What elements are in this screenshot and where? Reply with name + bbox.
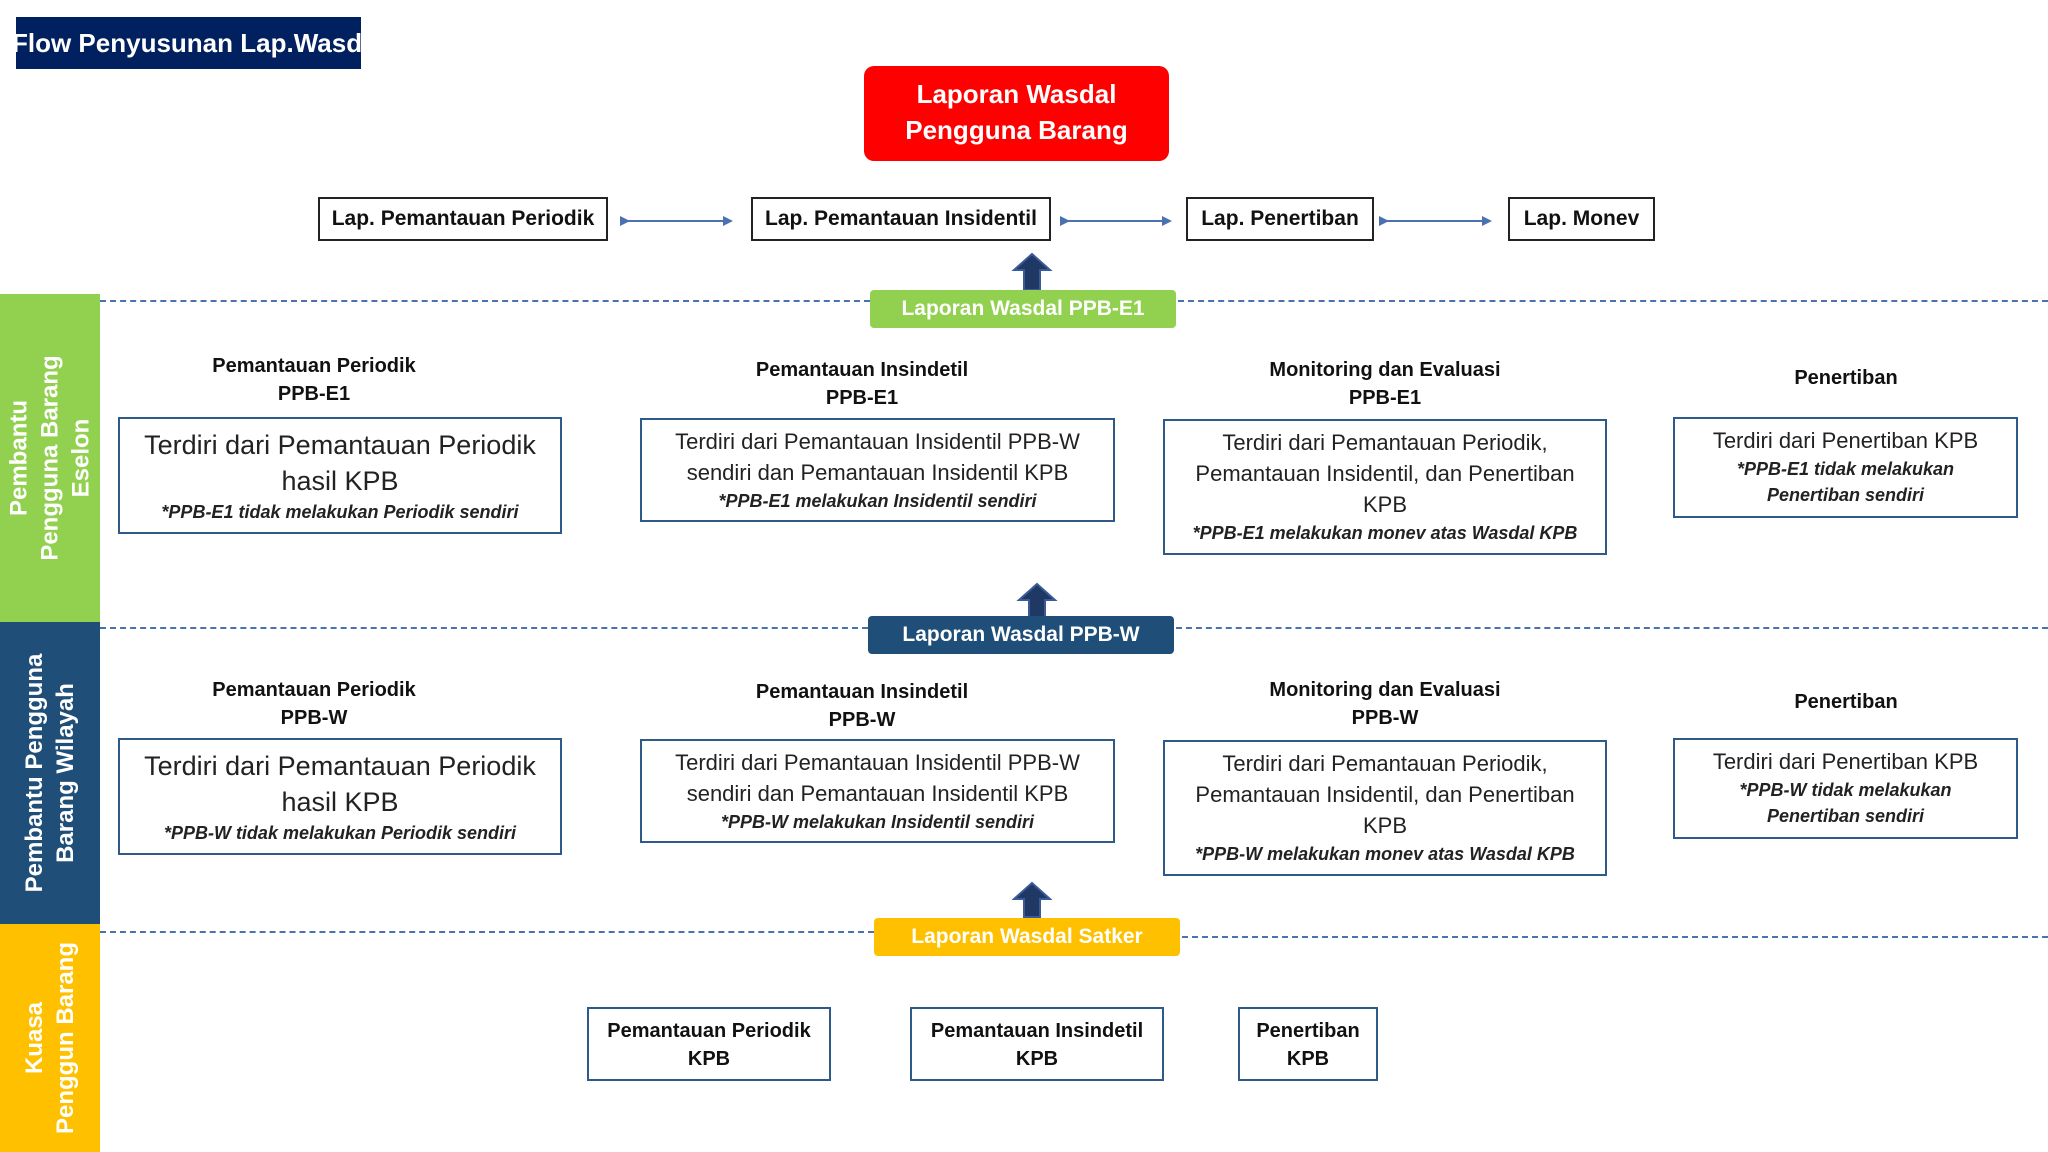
lap-periodik-box: Lap. Pemantauan Periodik <box>318 197 608 241</box>
main-report-line1: Laporan Wasdal <box>916 79 1117 109</box>
lane-divider <box>100 300 870 302</box>
lane-divider <box>1182 936 2048 938</box>
w-penertiban-heading: Penertiban <box>1794 691 1898 713</box>
lane-divider <box>100 627 868 629</box>
e1-penertiban-box: Terdiri dari Penertiban KPB *PPB-E1 tida… <box>1673 417 2018 518</box>
page-title: Flow Penyusunan Lap.Wasdal <box>16 17 361 69</box>
lap-penertiban-box: Lap. Penertiban <box>1186 197 1374 241</box>
w-penertiban-box: Terdiri dari Penertiban KPB *PPB-W tidak… <box>1673 738 2018 839</box>
lane-eselon: Pembantu Pengguna Barang Eselon <box>0 294 100 622</box>
w-periodik-box: Terdiri dari Pemantauan Periodik hasil K… <box>118 738 562 855</box>
lane-eselon-line1: Pembantu <box>5 399 33 517</box>
w-insidentil-box: Terdiri dari Pemantauan Insidentil PPB-W… <box>640 739 1115 843</box>
up-arrow-icon <box>1011 252 1053 291</box>
up-arrow-icon <box>1016 582 1058 619</box>
e1-penertiban-heading: Penertiban <box>1794 367 1898 389</box>
lane-wilayah: Pembantu Pengguna Barang Wilayah <box>0 622 100 924</box>
lane-eselon-line2: Pengguna Barang <box>36 355 64 561</box>
lane-eselon-line3: Eselon <box>67 418 95 498</box>
e1-periodik-box: Terdiri dari Pemantauan Periodik hasil K… <box>118 417 562 534</box>
e1-monev-box: Terdiri dari Pemantauan Periodik, Pemant… <box>1163 419 1607 555</box>
up-arrow-icon <box>1011 881 1053 918</box>
lane-wilayah-line1: Pembantu Pengguna <box>21 653 48 893</box>
main-report-box: Laporan Wasdal Pengguna Barang <box>864 66 1169 161</box>
e1-insidentil-box: Terdiri dari Pemantauan Insidentil PPB-W… <box>640 418 1115 522</box>
lane-divider <box>1178 300 2048 302</box>
lane-divider <box>1176 627 2048 629</box>
pill-wasdal-e1: Laporan Wasdal PPB-E1 <box>870 290 1176 328</box>
lane-kpb-line2: Penggun Barang <box>52 941 79 1135</box>
lane-kpb: Kuasa Penggun Barang <box>0 924 100 1152</box>
w-monev-box: Terdiri dari Pemantauan Periodik, Pemant… <box>1163 740 1607 876</box>
lane-divider <box>100 931 874 933</box>
main-report-line2: Pengguna Barang <box>905 115 1128 145</box>
lap-insidentil-box: Lap. Pemantauan Insidentil <box>751 197 1051 241</box>
lap-monev-box: Lap. Monev <box>1508 197 1655 241</box>
lane-wilayah-line2: Barang Wilayah <box>52 683 79 863</box>
pill-wasdal-satker: Laporan Wasdal Satker <box>874 918 1180 956</box>
pill-wasdal-w: Laporan Wasdal PPB-W <box>868 616 1174 654</box>
lane-kpb-line1: Kuasa <box>21 1001 48 1075</box>
